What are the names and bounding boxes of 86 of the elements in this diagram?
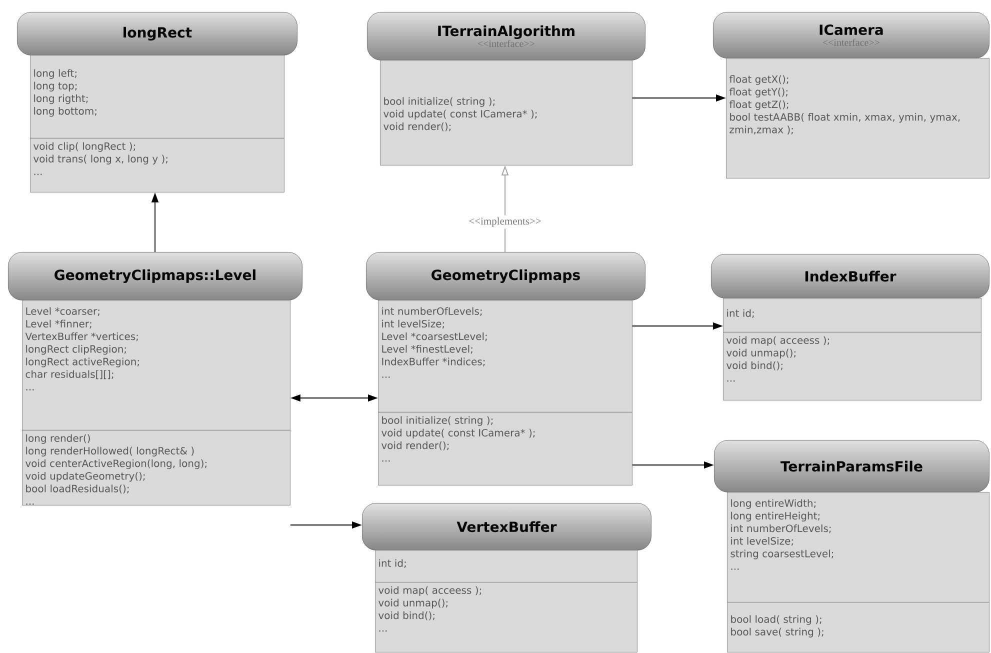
class-compartment <box>22 430 290 506</box>
member-line: long left; <box>34 69 76 79</box>
member-line: void render(); <box>384 122 451 132</box>
class-header <box>362 503 652 550</box>
member-line: void unmap(); <box>378 598 448 608</box>
member-line: ... <box>382 376 390 378</box>
member-line: long top; <box>34 82 77 92</box>
member-line: char residuals[][]; <box>26 370 114 380</box>
member-line: int id; <box>379 559 406 568</box>
member-line: long renderHollowed( longRect& ) <box>26 446 194 456</box>
member-line: void bind(); <box>726 361 782 370</box>
class-compartment <box>727 602 990 652</box>
member-line: ... <box>727 380 735 382</box>
member-line: Level *coarsestLevel; <box>382 332 487 342</box>
member-line: long entireWidth; <box>731 499 816 509</box>
member-line: bool load( string ); <box>731 615 822 625</box>
member-line: void updateGeometry(); <box>26 472 145 482</box>
member-line: Level *finestLevel; <box>382 345 472 354</box>
class-name: VertexBuffer <box>456 521 557 532</box>
member-line: void trans( long x, long y ); <box>34 154 168 164</box>
member-line: bool save( string ); <box>731 628 824 638</box>
member-line: int levelSize; <box>382 320 444 329</box>
member-line: bool loadResiduals(); <box>26 484 129 494</box>
class-name: ITerrainAlgorithm <box>438 25 574 39</box>
class-header <box>713 12 990 58</box>
edge-label: <<implements>> <box>469 217 541 227</box>
class-compartment <box>375 550 638 582</box>
member-line: void bind(); <box>378 611 434 620</box>
member-line: ... <box>26 389 34 390</box>
member-line: float getX(); <box>729 75 788 85</box>
class-compartment <box>30 138 284 192</box>
class-compartment <box>723 332 982 400</box>
class-header <box>8 252 302 300</box>
member-line: long rigtht; <box>34 94 88 104</box>
member-line: ... <box>26 504 34 505</box>
member-line: void clip( longRect ); <box>34 142 135 152</box>
member-line: int levelSize; <box>731 537 793 546</box>
class-name: longRect <box>124 26 192 41</box>
class-header <box>366 252 646 300</box>
member-line: void render(); <box>382 441 449 450</box>
member-line: long bottom; <box>34 107 96 117</box>
member-line: void centerActiveRegion(long, long); <box>26 459 206 470</box>
class-compartment <box>726 58 990 178</box>
member-line: ... <box>379 630 387 632</box>
member-line: ... <box>731 568 739 570</box>
class-compartment <box>378 412 632 486</box>
member-line: Level *coarser; <box>26 307 100 316</box>
class-name: GeometryClipmaps <box>432 269 580 284</box>
member-line: void map( acceess ); <box>378 586 481 596</box>
class-name: GeometryClipmaps::Level <box>54 269 256 284</box>
member-line: long render() <box>26 434 90 444</box>
member-line: string coarsestLevel; <box>730 550 834 560</box>
member-line: int numberOfLevels; <box>731 524 831 534</box>
member-line: long entireHeight; <box>731 512 820 522</box>
member-line: bool initialize( string ); <box>384 97 494 107</box>
member-line: void unmap(); <box>726 348 796 358</box>
member-line: ... <box>34 174 42 175</box>
member-line: IndexBuffer *indices; <box>382 358 485 366</box>
member-line: int numberOfLevels; <box>382 307 482 316</box>
class-header <box>17 12 298 56</box>
member-line: int id; <box>727 309 754 318</box>
member-line: longRect clipRegion; <box>26 345 126 355</box>
class-header <box>711 254 990 298</box>
class-compartment <box>22 300 290 430</box>
member-line: longRect activeRegion; <box>26 358 139 368</box>
class-compartment <box>30 55 284 138</box>
member-line: Level *finner; <box>26 320 92 329</box>
class-compartment <box>380 60 632 166</box>
member-line: void update( const ICamera* ); <box>382 428 535 438</box>
member-line: void map( acceess ); <box>726 336 829 346</box>
member-line: float getZ(); <box>729 100 788 110</box>
class-header <box>367 12 646 60</box>
class-name: TerrainParamsFile <box>780 460 922 472</box>
class-compartment <box>723 298 982 332</box>
member-line: bool testAABB( float xmin, xmax, ymin, ymax, zmin,zmax ); <box>730 113 960 134</box>
member-line: VertexBuffer *vertices; <box>25 332 138 342</box>
member-line: void update( const ICamera* ); <box>384 110 537 120</box>
class-compartment <box>378 300 632 412</box>
class-name: ICamera <box>820 24 883 36</box>
class-name: IndexBuffer <box>805 270 896 282</box>
stereotype-label: <<interface>> <box>478 40 534 48</box>
stereotype-label: <<interface>> <box>822 38 880 46</box>
member-line: ... <box>382 460 390 462</box>
member-line: float getY(); <box>729 88 788 98</box>
class-header <box>714 440 990 492</box>
member-line: bool initialize( string ); <box>382 416 492 426</box>
